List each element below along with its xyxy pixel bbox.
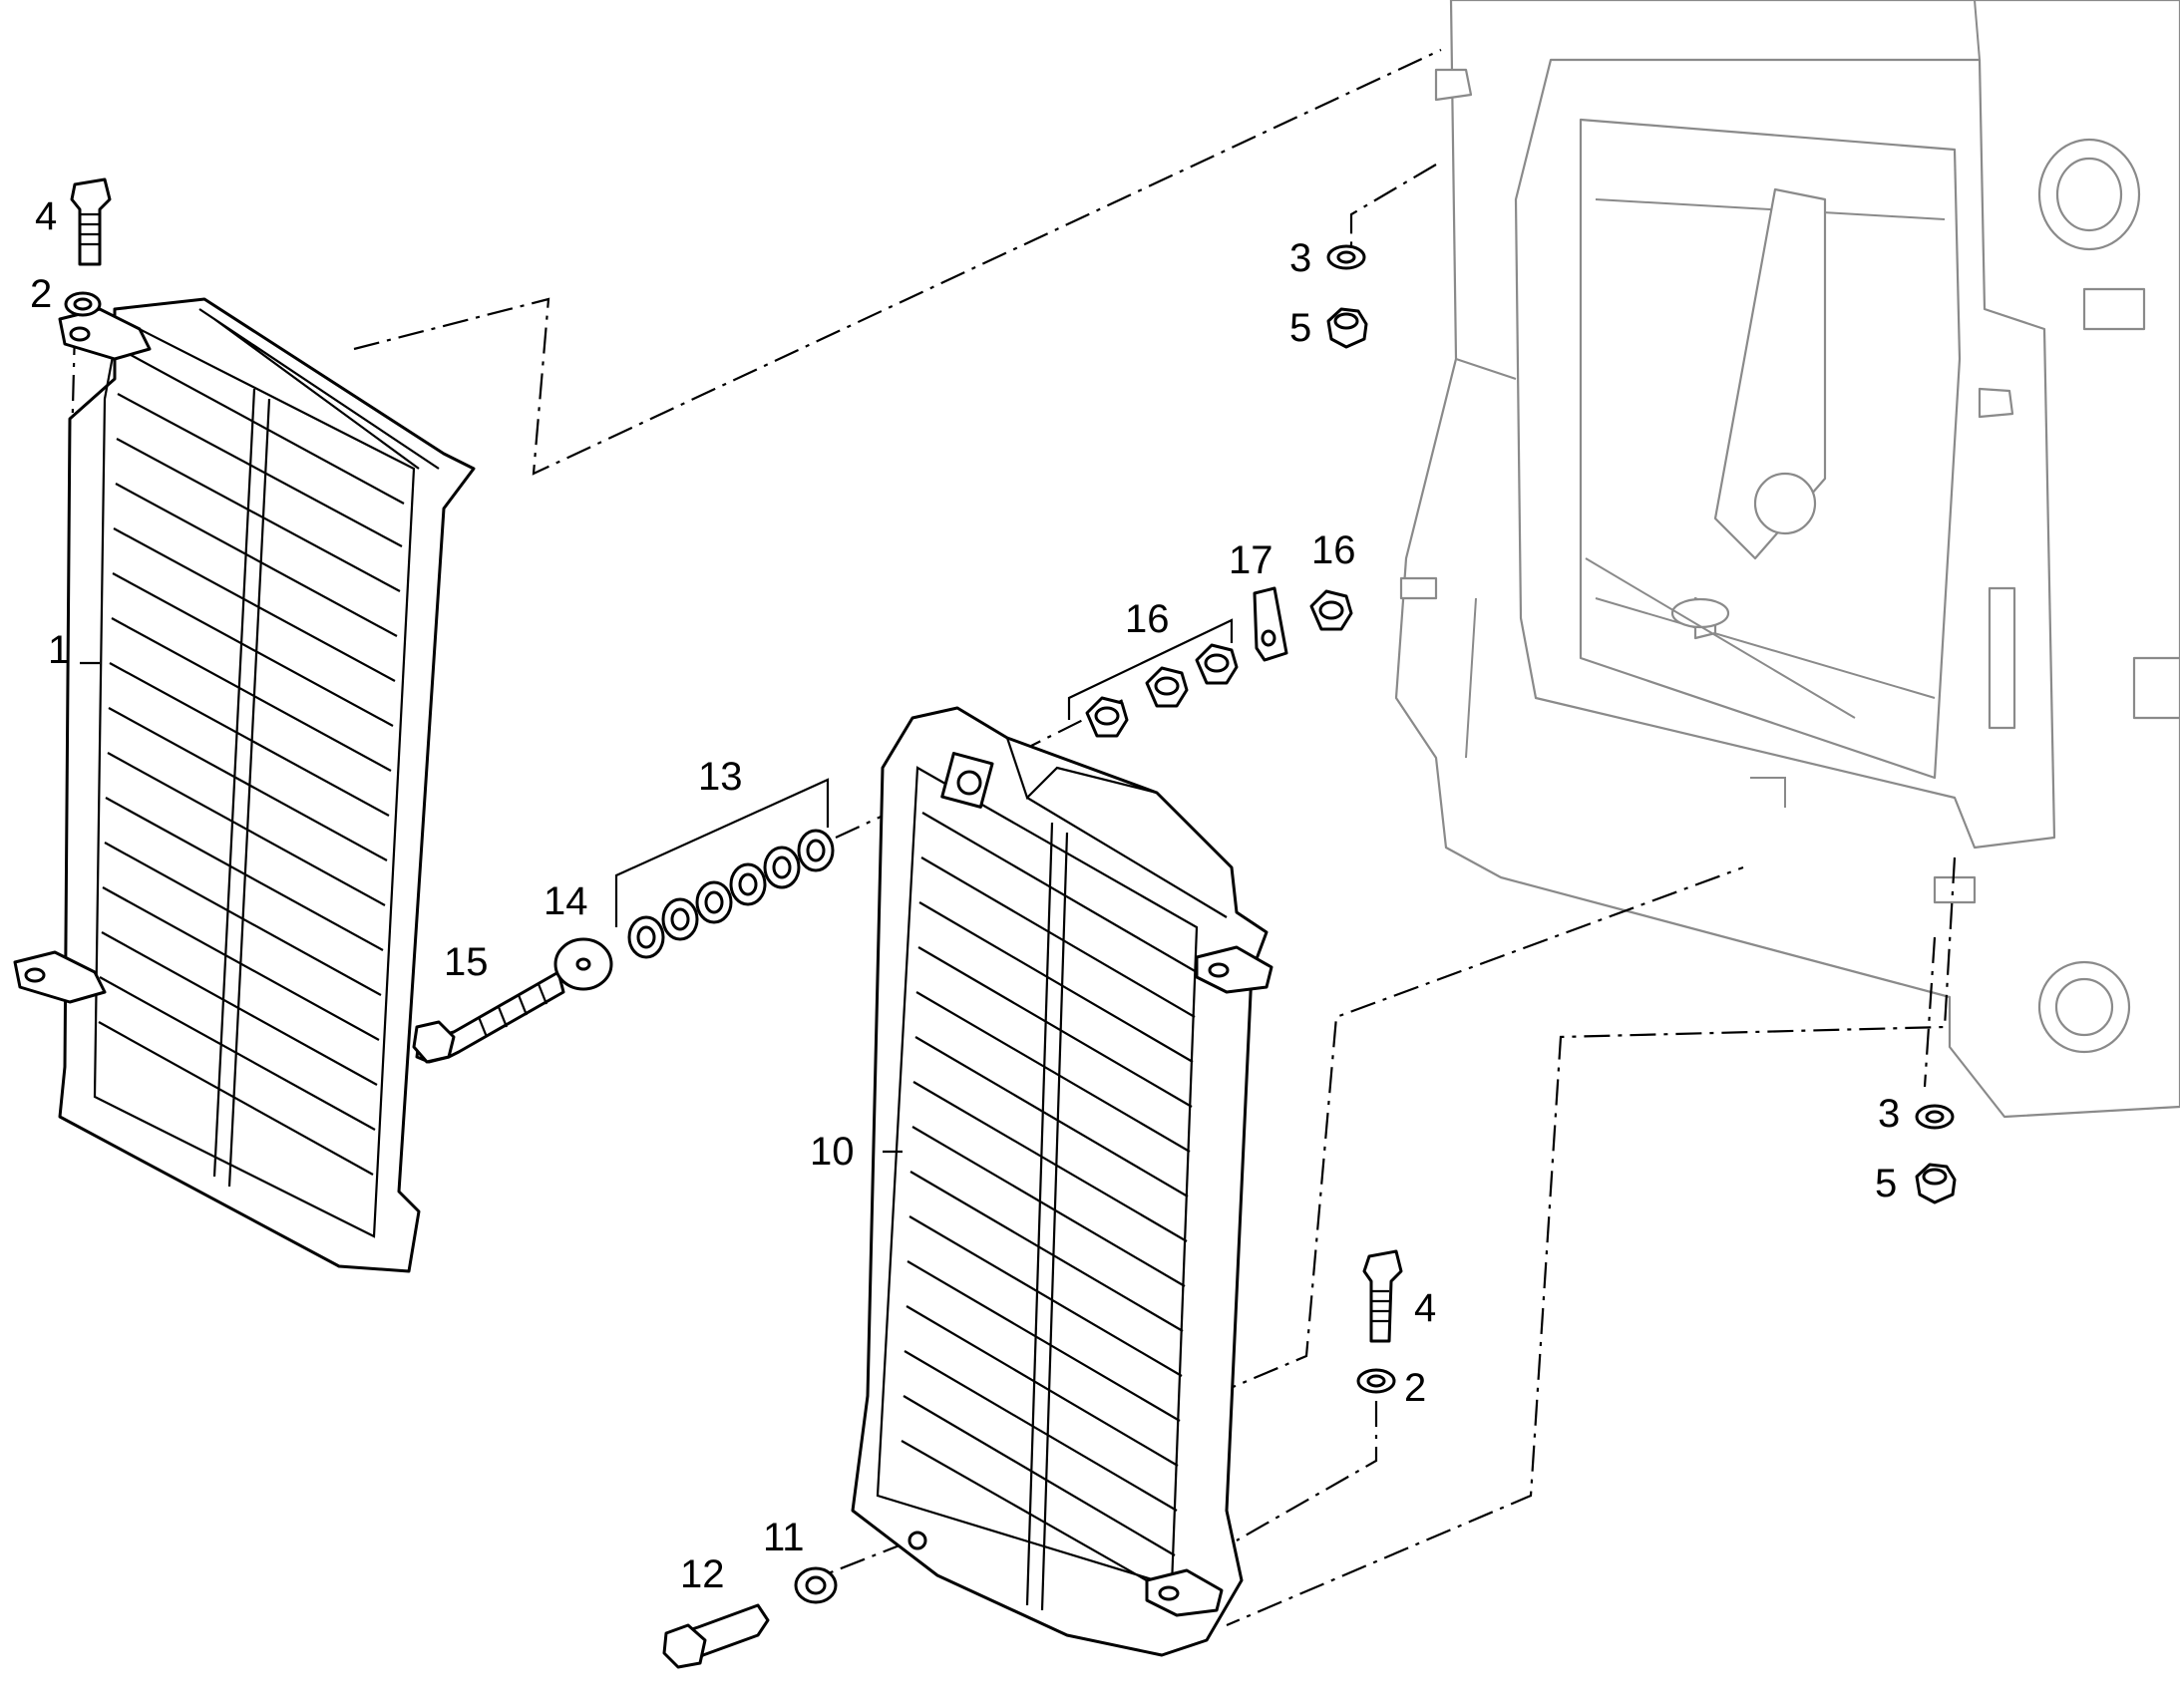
callout-15: 15 bbox=[444, 940, 489, 984]
callout-17: 17 bbox=[1229, 538, 1273, 582]
callout-4-left: 4 bbox=[35, 194, 57, 238]
callout-10: 10 bbox=[810, 1130, 855, 1174]
nut-part-5-upper bbox=[1326, 307, 1368, 349]
callout-3-lower: 3 bbox=[1878, 1092, 1900, 1136]
callout-2-right: 2 bbox=[1404, 1366, 1426, 1410]
bracket-16 bbox=[1067, 618, 1234, 720]
grille-part-1 bbox=[13, 297, 476, 1273]
spacers-part-13 bbox=[627, 829, 835, 959]
plate-part-17 bbox=[1253, 586, 1288, 662]
callout-14: 14 bbox=[544, 879, 588, 923]
washer-part-14 bbox=[553, 937, 613, 991]
callout-4-right: 4 bbox=[1414, 1286, 1436, 1330]
callout-leaders bbox=[80, 661, 903, 1154]
bolt-part-15 bbox=[412, 970, 565, 1064]
washer-part-2-right bbox=[1356, 1368, 1396, 1394]
callout-16-left: 16 bbox=[1125, 597, 1170, 641]
bolt-part-4-right bbox=[1362, 1249, 1403, 1343]
callout-2-left: 2 bbox=[30, 272, 52, 316]
bolt-part-12 bbox=[662, 1603, 770, 1669]
washer-part-3-upper bbox=[1326, 244, 1366, 270]
callout-5-lower: 5 bbox=[1875, 1162, 1897, 1205]
washer-part-2-left bbox=[64, 291, 102, 317]
nuts-part-16-group bbox=[1085, 643, 1239, 738]
callout-11: 11 bbox=[763, 1516, 805, 1559]
assembly-centerlines bbox=[68, 49, 1957, 1627]
nut-part-5-lower bbox=[1915, 1163, 1957, 1204]
bracket-13 bbox=[614, 778, 830, 927]
callout-1: 1 bbox=[48, 628, 70, 672]
washer-part-11 bbox=[794, 1566, 838, 1604]
callout-16-right: 16 bbox=[1311, 528, 1356, 572]
callout-13: 13 bbox=[698, 755, 743, 799]
machine-frame bbox=[1394, 0, 2180, 1119]
washer-part-3-lower bbox=[1915, 1104, 1955, 1130]
grille-part-10 bbox=[851, 706, 1273, 1657]
callout-labels: 1 2 4 3 5 16 17 16 13 14 15 10 3 5 4 2 1… bbox=[30, 194, 1900, 1596]
bolt-part-4-left bbox=[70, 177, 112, 266]
nut-part-16-single bbox=[1309, 589, 1353, 631]
callout-12: 12 bbox=[680, 1552, 725, 1596]
callout-5-upper: 5 bbox=[1289, 306, 1311, 350]
callout-3-upper: 3 bbox=[1289, 236, 1311, 280]
